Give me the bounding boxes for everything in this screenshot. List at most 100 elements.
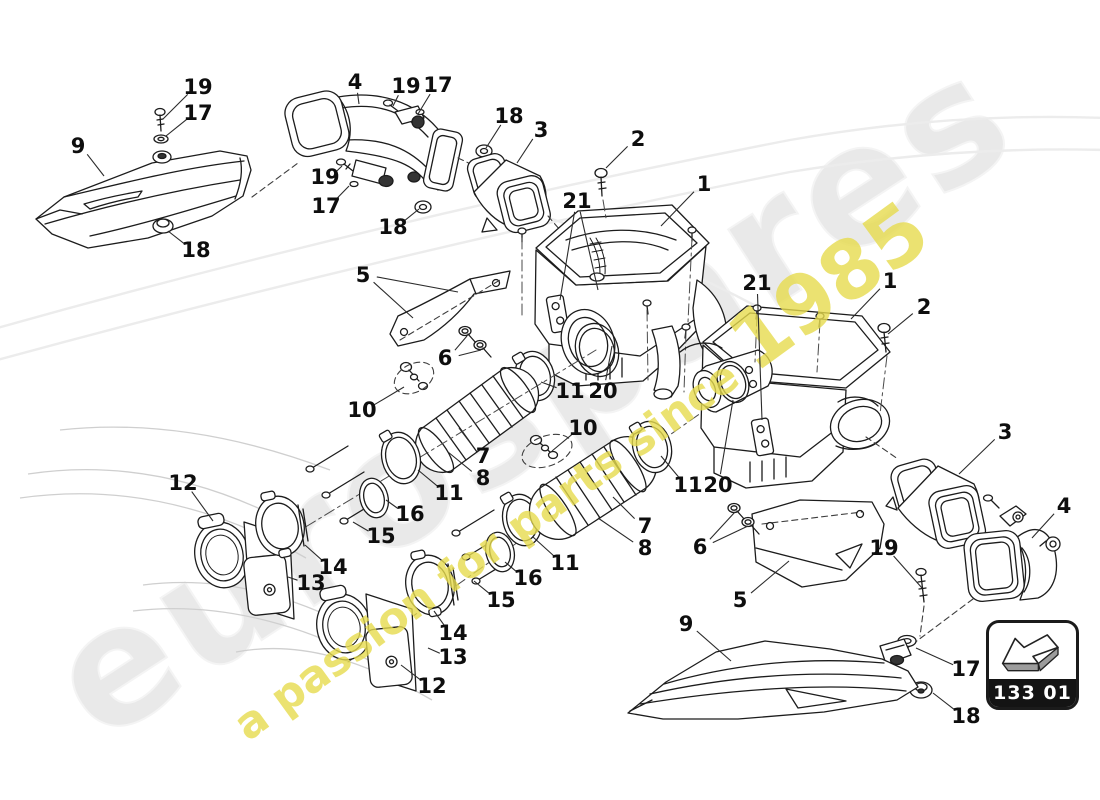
callout-leader — [352, 521, 369, 532]
callout-number-2[interactable]: 2 — [631, 127, 646, 151]
part-18-grommet-topleft — [152, 218, 174, 234]
callout-number-20[interactable]: 20 — [588, 379, 617, 403]
callout-leader — [392, 94, 399, 107]
callout-leader — [373, 281, 414, 319]
callout-number-14[interactable]: 14 — [438, 621, 467, 645]
callout-number-17[interactable]: 17 — [951, 657, 980, 681]
callout-number-1[interactable]: 1 — [697, 172, 712, 196]
callout-number-4[interactable]: 4 — [348, 70, 363, 94]
callout-number-8[interactable]: 8 — [476, 466, 491, 490]
callout-number-5[interactable]: 5 — [356, 263, 371, 287]
callout-leader — [719, 399, 734, 475]
callout-number-3[interactable]: 3 — [534, 118, 549, 142]
throttle-body-group-2 — [316, 407, 709, 692]
part-7-8-bellows-right — [528, 436, 658, 540]
callout-number-9[interactable]: 9 — [679, 612, 694, 636]
callout-number-21[interactable]: 21 — [562, 189, 591, 213]
callout-leader — [532, 536, 555, 557]
callout-number-17[interactable]: 17 — [183, 101, 212, 125]
callout-number-3[interactable]: 3 — [998, 420, 1013, 444]
callout-number-18[interactable]: 18 — [181, 238, 210, 262]
callout-leader — [579, 211, 599, 291]
throttle-body-group-1 — [194, 349, 597, 620]
callout-leader — [447, 451, 473, 472]
callout-leader — [597, 517, 634, 543]
part-11-clamp-right-upper — [628, 420, 673, 474]
callout-number-17[interactable]: 17 — [311, 194, 340, 218]
callout-leader — [454, 335, 468, 351]
callout-leader — [404, 208, 420, 222]
part-18-washer-duct-lower — [414, 200, 432, 214]
part-4-outlet-flange — [422, 128, 464, 192]
callout-number-5[interactable]: 5 — [733, 588, 748, 612]
callout-number-13[interactable]: 13 — [438, 645, 467, 669]
callout-number-11[interactable]: 11 — [673, 473, 702, 497]
callout-leader — [1031, 513, 1055, 539]
callout-number-18[interactable]: 18 — [951, 704, 980, 728]
callout-leader — [458, 349, 482, 357]
arrow-down-left-3d-icon — [1001, 634, 1059, 672]
callout-number-21[interactable]: 21 — [742, 271, 771, 295]
callout-number-9[interactable]: 9 — [71, 134, 86, 158]
callout-number-15[interactable]: 15 — [486, 588, 515, 612]
callout-leader — [417, 93, 431, 115]
part-21-filter-plate-left — [545, 294, 570, 334]
callout-number-18[interactable]: 18 — [494, 104, 523, 128]
callout-number-17[interactable]: 17 — [423, 73, 452, 97]
callout-number-7[interactable]: 7 — [638, 514, 653, 538]
callout-leader — [756, 293, 763, 421]
callout-leader — [551, 434, 573, 452]
callout-leader — [162, 94, 189, 120]
callout-number-19[interactable]: 19 — [310, 165, 339, 189]
callout-leader — [540, 381, 557, 389]
callout-number-12[interactable]: 12 — [417, 674, 446, 698]
callout-number-11[interactable]: 11 — [550, 551, 579, 575]
callout-leader — [696, 630, 732, 662]
callout-number-12[interactable]: 12 — [168, 471, 197, 495]
callout-leader — [504, 561, 517, 573]
callout-number-2[interactable]: 2 — [917, 295, 932, 319]
part-19-screw-duct-top — [382, 99, 399, 112]
callout-leader — [86, 153, 105, 177]
callout-leader — [400, 664, 421, 681]
callout-leader — [709, 511, 736, 540]
callout-number-11[interactable]: 11 — [555, 379, 584, 403]
callout-number-19[interactable]: 19 — [869, 536, 898, 560]
callout-number-15[interactable]: 15 — [366, 524, 395, 548]
callout-number-19[interactable]: 19 — [391, 74, 420, 98]
callout-number-18[interactable]: 18 — [378, 215, 407, 239]
callout-number-6[interactable]: 6 — [438, 346, 453, 370]
callout-number-10[interactable]: 10 — [347, 398, 376, 422]
callout-leader — [932, 692, 955, 711]
callout-leader — [473, 580, 490, 595]
callout-number-7[interactable]: 7 — [476, 444, 491, 468]
callout-number-1[interactable]: 1 — [883, 269, 898, 293]
callout-number-20[interactable]: 20 — [703, 473, 732, 497]
callout-number-6[interactable]: 6 — [693, 535, 708, 559]
callout-leader — [165, 118, 187, 137]
callout-leader — [915, 647, 954, 666]
callout-number-14[interactable]: 14 — [318, 555, 347, 579]
part-4-duct-right — [963, 494, 1061, 602]
part-5-bracket-left — [389, 270, 511, 347]
callout-leader — [712, 525, 749, 544]
part-9-air-guide-panel-right — [627, 640, 919, 720]
callout-leader — [304, 544, 323, 561]
callout-number-10[interactable]: 10 — [568, 416, 597, 440]
callout-number-8[interactable]: 8 — [638, 536, 653, 560]
callout-number-19[interactable]: 19 — [183, 75, 212, 99]
callout-leader — [167, 230, 185, 245]
part-17-washer-duct-left — [349, 180, 359, 188]
part-18-washer-duct-right — [475, 144, 493, 158]
callout-number-11[interactable]: 11 — [434, 481, 463, 505]
callout-number-13[interactable]: 13 — [296, 571, 325, 595]
part-6-screws-right — [727, 502, 760, 535]
part-19-screw-topleft — [154, 107, 166, 132]
callout-number-16[interactable]: 16 — [513, 566, 542, 590]
callout-leader — [376, 276, 459, 293]
callout-leader — [850, 288, 881, 320]
callout-number-4[interactable]: 4 — [1057, 494, 1072, 518]
callout-leader — [660, 191, 695, 227]
callout-number-16[interactable]: 16 — [395, 502, 424, 526]
